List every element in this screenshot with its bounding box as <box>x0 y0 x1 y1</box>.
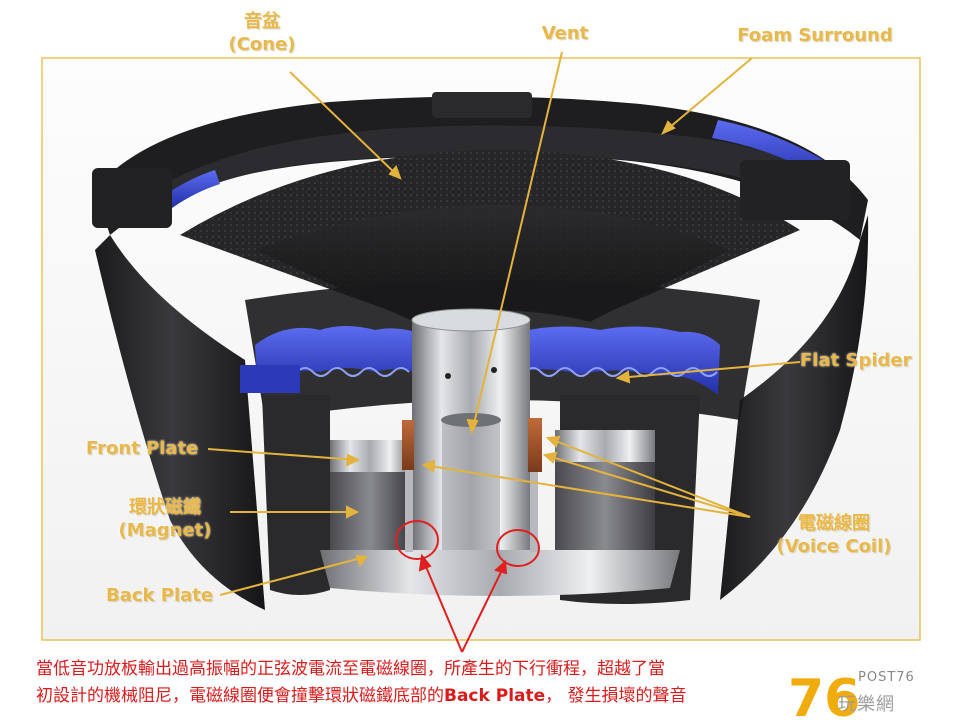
magnet-arrowhead <box>346 505 360 519</box>
coil-leader-1 <box>423 464 751 518</box>
front-plate-left <box>330 440 410 472</box>
cone-arrowhead <box>388 165 402 180</box>
mount-tab-right <box>740 160 850 220</box>
coil-arrowhead-1 <box>421 459 436 473</box>
label-voice-coil-en: (Voice Coil) <box>776 536 892 557</box>
label-cone: 音盆 (Cone) <box>222 10 302 56</box>
spider-arrowhead <box>615 370 631 384</box>
label-front-plate: Front Plate <box>86 438 199 459</box>
voice-coil-former-left <box>405 470 413 552</box>
front-plate-leader <box>207 448 359 461</box>
impact-arrowhead-right <box>493 559 508 575</box>
vent-hole-2 <box>491 367 497 373</box>
coil-arrowhead-3 <box>542 451 558 464</box>
voice-coil-right <box>528 418 542 472</box>
coil-arrowhead-2 <box>545 435 561 448</box>
coil-leader-2 <box>547 437 751 518</box>
basket-left-wall <box>95 235 265 610</box>
cone-leader <box>289 71 401 179</box>
watermark-text: 玩樂網 <box>838 694 895 715</box>
label-vent: Vent <box>541 23 589 44</box>
spider-leader <box>617 361 801 379</box>
label-voice-coil-zh: 電磁線圈 <box>798 513 870 534</box>
magnet-right <box>555 462 655 550</box>
vent-leader <box>471 51 563 433</box>
speaker-illustration <box>92 92 869 610</box>
basket-right-wall <box>720 215 869 600</box>
motor-housing-left <box>262 395 330 595</box>
label-flat-spider: Flat Spider <box>800 350 912 371</box>
impact-circle-right <box>496 529 540 567</box>
label-magnet: 環狀磁鐵 (Magnet) <box>100 496 230 542</box>
label-cone-zh: 音盆 <box>244 11 280 32</box>
vent-bore <box>442 420 500 550</box>
caption-line-2a: 初設計的機械阻尼，電磁線圈便會撞擊環狀磁鐵底部的 <box>36 686 444 706</box>
label-cone-en: (Cone) <box>228 34 296 55</box>
watermark-sub: POST76 <box>858 670 915 685</box>
caption-back-plate: Back Plate <box>444 686 546 706</box>
foam-leader <box>662 57 753 134</box>
watermark-logo: 76 <box>788 669 860 720</box>
vent-arrowhead <box>466 418 479 435</box>
spider-clamp-left <box>240 365 300 393</box>
blue-rim-accent-left <box>165 170 220 208</box>
caption-line-2: 初設計的機械阻尼，電磁線圈便會撞擊環狀磁鐵底部的Back Plate， 發生損壞… <box>36 683 916 710</box>
caption-line-1: 當低音功放板輸出過高振幅的正弦波電流至電磁線圈，所產生的下行衝程，超越了當 <box>36 659 665 679</box>
impact-arrow-right <box>461 567 504 653</box>
impact-arrows <box>418 553 508 653</box>
label-voice-coil: 電磁線圈 (Voice Coil) <box>764 512 904 558</box>
label-back-plate: Back Plate <box>106 585 214 606</box>
impact-arrow-left <box>423 561 463 653</box>
mount-tab-left <box>92 168 172 228</box>
basket-rim <box>95 96 868 240</box>
vent-hole-1 <box>445 373 451 379</box>
flat-spider-left <box>255 326 415 390</box>
impact-circle-left <box>395 520 439 560</box>
label-magnet-en: (Magnet) <box>118 520 212 541</box>
label-foam-surround: Foam Surround <box>737 25 893 46</box>
front-plate-right <box>555 430 655 462</box>
coil-leader-3 <box>544 454 751 518</box>
impact-arrowhead-left <box>418 553 432 572</box>
foam-arrowhead <box>660 120 676 136</box>
back-plate-arrowhead <box>355 554 368 568</box>
foam-surround-shape <box>140 125 846 218</box>
voice-coil-former-right <box>530 472 538 552</box>
label-magnet-zh: 環狀磁鐵 <box>129 497 201 518</box>
mount-tab-top <box>432 92 532 118</box>
leader-lines <box>207 51 801 596</box>
back-plate-leader <box>219 556 366 596</box>
voice-coil-left <box>402 420 414 470</box>
flat-spider-right <box>520 326 720 395</box>
front-plate-arrowhead <box>345 453 361 467</box>
watermark-76: 76 <box>788 669 860 720</box>
pole-top <box>411 308 531 332</box>
caption: 當低音功放板輸出過高振幅的正弦波電流至電磁線圈，所產生的下行衝程，超越了當 初設… <box>36 656 916 710</box>
caption-line-2c: ， 發生損壞的聲音 <box>545 686 687 706</box>
